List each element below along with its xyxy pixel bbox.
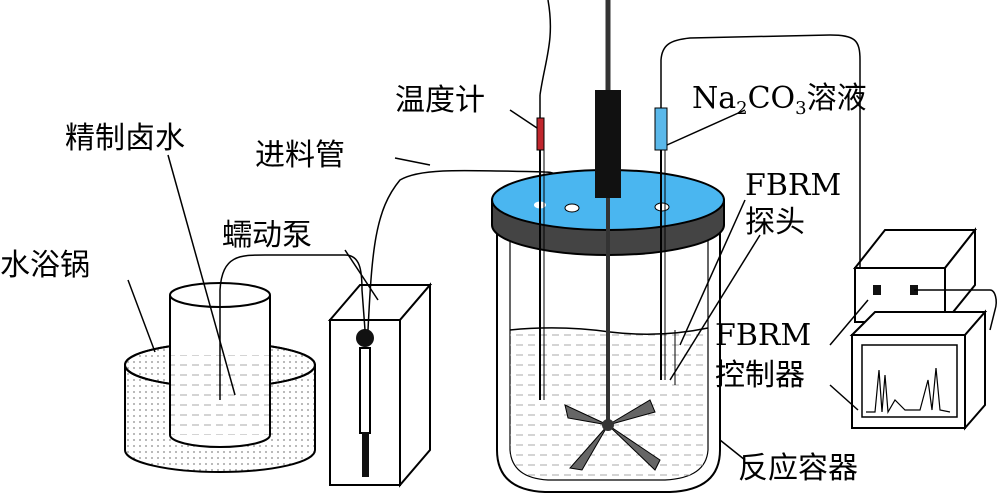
impeller-icon <box>564 399 661 471</box>
label-feed-tube: 进料管 <box>255 138 345 173</box>
label-water-bath: 水浴锅 <box>0 248 90 283</box>
leader-fbrm-probe-1 <box>679 199 746 346</box>
leader-monitor <box>829 384 859 411</box>
label-fbrm-probe-line2: 探头 <box>745 205 805 240</box>
label-fbrm-controller-line2: 控制器 <box>715 358 805 393</box>
leader-feed-tube <box>394 157 431 166</box>
label-fbrm-controller-line1: FBRM <box>715 318 811 353</box>
pump-head-icon <box>356 329 374 347</box>
fbrm-controller <box>852 227 978 325</box>
label-na2co3: Na2CO3溶液 <box>692 81 867 119</box>
label-fbrm-probe-line1: FBRM <box>745 168 841 203</box>
peristaltic-pump <box>327 282 433 488</box>
leader-na2co3 <box>666 109 746 146</box>
signal-trace-icon <box>866 367 951 414</box>
controller-cable <box>914 289 997 331</box>
thermometer <box>536 0 552 400</box>
stirrer <box>564 0 661 471</box>
label-pump: 蠕动泵 <box>222 218 312 253</box>
leader-water-bath <box>127 279 156 353</box>
label-reactor: 反应容器 <box>738 451 858 486</box>
leader-thermometer <box>509 109 538 129</box>
fbrm-monitor <box>849 309 988 431</box>
leader-fbrm-controller <box>829 299 869 346</box>
leader-brine <box>167 154 236 396</box>
na2co3-feed <box>654 34 861 380</box>
label-thermometer: 温度计 <box>395 83 485 118</box>
leader-fbrm-probe-2 <box>669 234 761 381</box>
leader-reactor <box>719 439 746 461</box>
leader-pump <box>344 249 379 301</box>
label-brine: 精制卤水 <box>65 121 185 156</box>
